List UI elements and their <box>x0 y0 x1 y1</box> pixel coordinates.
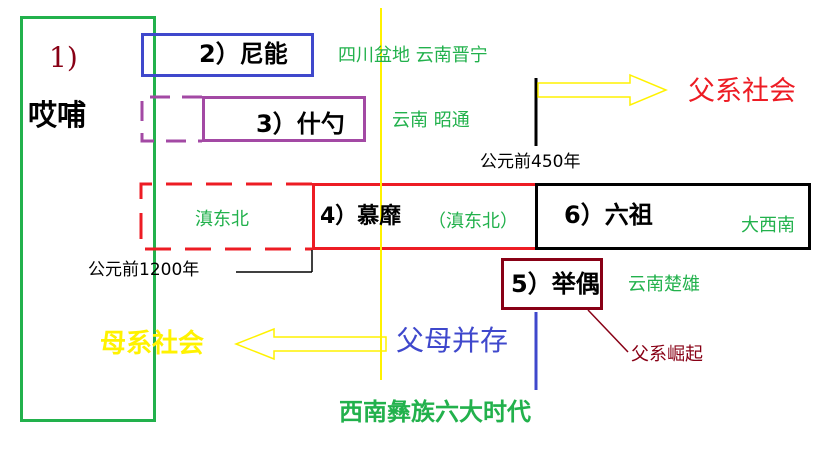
era-4-name: 4）慕靡 <box>320 204 402 229</box>
era-5-name: 5）举偶 <box>511 270 600 298</box>
coexistence-label: 父母并存 <box>396 324 509 357</box>
era-2-name: 2）尼能 <box>199 40 288 68</box>
diagram-title: 西南彝族六大时代 <box>339 398 531 426</box>
era-6-box <box>535 183 811 250</box>
era-1-number: 1) <box>49 41 78 74</box>
era-1-name: 哎哺 <box>28 98 87 132</box>
date-1200bc: 公元前1200年 <box>88 260 200 280</box>
era-2-box <box>141 33 314 77</box>
era-6-place: 大西南 <box>741 215 795 236</box>
era-6-name: 6）六祖 <box>564 201 653 229</box>
era-3-place: 云南 昭通 <box>392 110 470 131</box>
era-5-box <box>501 258 603 310</box>
era-3-box <box>202 96 366 142</box>
era-2-place: 四川盆地 云南晋宁 <box>338 45 488 66</box>
patriarchal-society-label: 父系社会 <box>688 76 796 107</box>
matriarchal-society-label: 母系社会 <box>100 329 205 359</box>
date-450bc: 公元前450年 <box>480 152 581 172</box>
era-1-box <box>20 16 156 422</box>
era-5-place: 云南楚雄 <box>628 274 700 295</box>
era-4-place: （滇东北） <box>428 211 518 232</box>
era-3-name: 3）什勺 <box>256 110 345 138</box>
patriarchal-rise-label: 父系崛起 <box>631 344 703 365</box>
era-4-region: 滇东北 <box>195 209 249 230</box>
